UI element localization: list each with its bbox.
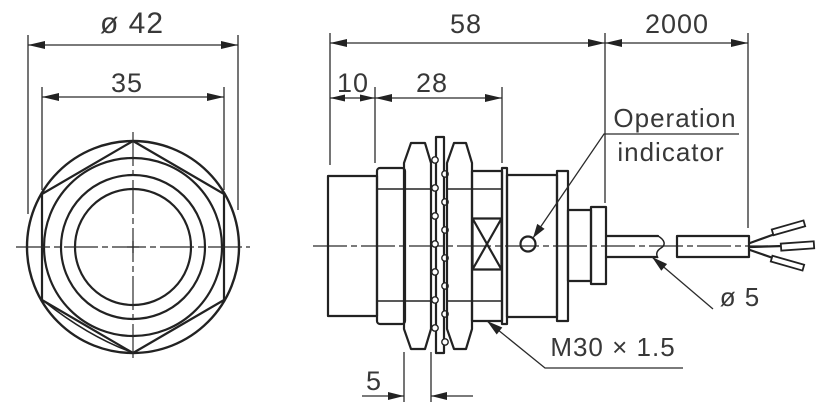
- cable-grommet: [589, 205, 608, 286]
- resin-section-marker: [471, 217, 503, 271]
- cable-diameter-label: ø 5: [720, 282, 761, 312]
- sensor-side-view: [313, 135, 816, 355]
- leader-cable-diameter: ø 5: [651, 256, 761, 312]
- lock-washer: [431, 135, 449, 355]
- dim-diameter-42: ø 42: [27, 7, 239, 214]
- operation-indicator-label-line2: indicator: [617, 137, 724, 167]
- cable: [604, 234, 751, 259]
- wire-end-middle: [779, 240, 816, 252]
- wire-end-top: [770, 219, 807, 237]
- front-center-mark: [127, 241, 139, 253]
- dim-nut-thickness-5: 5: [362, 352, 473, 402]
- leader-operation-indicator: Operation indicator: [532, 103, 739, 239]
- dim-across-flats-35: 35: [41, 68, 225, 190]
- cable-break: [656, 235, 665, 259]
- hex-chamfer-detail: [44, 301, 132, 353]
- operation-indicator-label-line1: Operation: [613, 103, 736, 133]
- dim-total-length-58: 58: [329, 9, 606, 203]
- led-indicator: [519, 235, 537, 253]
- head-length-label: 10: [337, 68, 369, 98]
- wire-end-bottom: [769, 254, 806, 272]
- thread-spec-label: M30 × 1.5: [550, 332, 675, 362]
- dim-thread-length-28: 28: [375, 68, 503, 163]
- dim-cable-length-2000: 2000: [605, 9, 749, 228]
- diameter-42-label: ø 42: [100, 7, 164, 40]
- total-length-label: 58: [450, 9, 482, 39]
- cable-length-label: 2000: [645, 9, 709, 39]
- wire-leads: [748, 219, 816, 272]
- across-flats-35-label: 35: [111, 68, 143, 98]
- leader-thread-spec: M30 × 1.5: [486, 320, 683, 369]
- mounting-nut-2: [445, 141, 474, 351]
- mounting-nut-1: [402, 141, 433, 351]
- hex-flat-lines: [378, 188, 502, 302]
- dim-head-length-10: 10: [330, 68, 376, 163]
- thread-length-label: 28: [416, 68, 448, 98]
- sensor-front-view: [16, 132, 250, 362]
- nut-thickness-label: 5: [366, 366, 382, 396]
